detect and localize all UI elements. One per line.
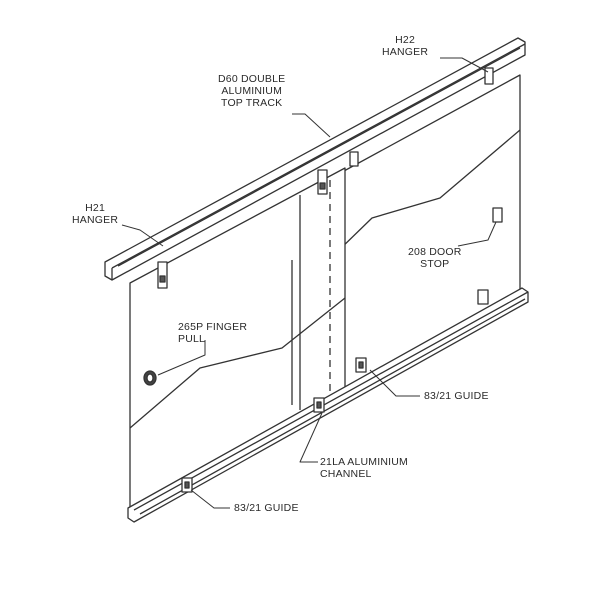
label-265p-finger-pull: 265P FINGER PULL xyxy=(178,321,248,345)
label-208-door-stop: 208 DOOR STOP xyxy=(408,246,462,270)
top-track-edge xyxy=(111,43,526,280)
front-door-break-line xyxy=(129,297,346,429)
hanger-icon xyxy=(157,67,494,289)
label-21la-channel: 21LA ALUMINIUM CHANNEL xyxy=(320,456,408,480)
label-83-21-guide-left: 83/21 GUIDE xyxy=(234,502,299,514)
label-83-21-guide-right: 83/21 GUIDE xyxy=(424,390,489,402)
bottom-channel xyxy=(127,287,529,523)
leader-lines xyxy=(121,57,497,509)
label-d60-top-track: D60 DOUBLE ALUMINIUM TOP TRACK xyxy=(218,73,286,109)
finger-pull-inner xyxy=(146,373,154,383)
label-h21-hanger: H21 HANGER xyxy=(72,202,119,226)
label-h22-hanger: H22 HANGER xyxy=(382,34,429,58)
bottom-channel-groove xyxy=(133,291,529,515)
guide-icon xyxy=(181,289,489,493)
top-track-groove xyxy=(117,47,521,267)
door-stop-icon xyxy=(492,207,503,223)
